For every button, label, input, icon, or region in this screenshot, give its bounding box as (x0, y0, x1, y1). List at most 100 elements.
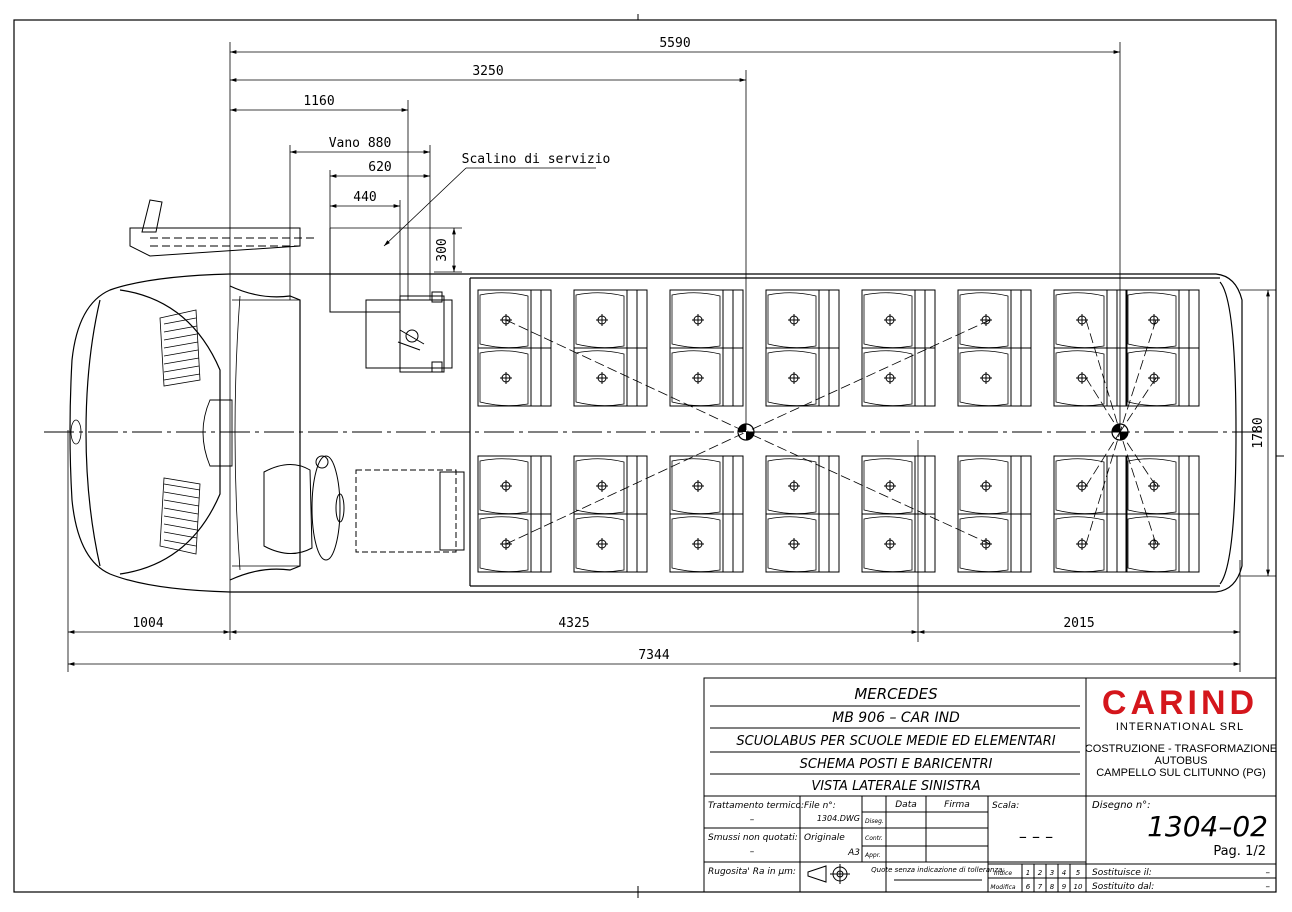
file-label: File n°: (804, 801, 836, 811)
passenger-seat (573, 455, 648, 515)
barycenter-lines (505, 319, 1157, 545)
passenger-seat (477, 289, 552, 349)
title-model: MB 906 – CAR IND (832, 710, 960, 726)
diseg-label: Diseg. (865, 818, 884, 825)
passenger-seat (477, 347, 552, 407)
dim-2015-label: 2015 (1063, 616, 1094, 631)
passenger-seat (1053, 455, 1128, 515)
appr-label: Appr. (864, 852, 881, 859)
trattamento-value: – (750, 815, 755, 825)
indice-label: Indice (994, 870, 1012, 877)
dim-440-label: 440 (353, 190, 376, 205)
passenger-seat (957, 289, 1032, 349)
passenger-seat (669, 347, 744, 407)
quote-label: Quote senza indicazione di tolleranza: (871, 866, 1005, 874)
logo-sub: INTERNATIONAL SRL (1116, 721, 1244, 733)
data-label: Data (895, 800, 917, 810)
page-number: Pag. 1/2 (1213, 844, 1266, 859)
passenger-seat (1125, 347, 1200, 407)
passenger-seat (669, 455, 744, 515)
passenger-seat (477, 513, 552, 573)
title-schema: SCHEMA POSTI E BARICENTRI (800, 757, 993, 772)
passenger-seat (669, 513, 744, 573)
passenger-seat (573, 289, 648, 349)
originale-value: A3 (847, 848, 860, 858)
guide-seat (365, 291, 453, 373)
title-view: VISTA LATERALE SINISTRA (811, 779, 980, 794)
dim-300-label: 300 (435, 238, 450, 261)
disegno-label: Disegno n°: (1092, 800, 1151, 811)
passenger-seat (861, 513, 936, 573)
dim-4325-label: 4325 (558, 616, 589, 631)
front-grilles (70, 309, 201, 555)
dim-1780-label: 1780 (1251, 417, 1266, 448)
disegno-value: 1304–02 (1147, 810, 1268, 843)
dim-7344-label: 7344 (638, 648, 669, 663)
passenger-seat (1053, 513, 1128, 573)
originale-label: Originale (804, 833, 845, 843)
passenger-seat (765, 347, 840, 407)
passenger-seat (861, 455, 936, 515)
dim-5590-label: 5590 (659, 36, 690, 51)
title-description: SCUOLABUS PER SCUOLE MEDIE ED ELEMENTARI (736, 734, 1055, 749)
modifica-num: 7 (1038, 883, 1043, 891)
scala-label: Scala: (992, 801, 1019, 811)
smussi-label: Smussi non quotati: (708, 833, 798, 843)
rugosita-label: Rugosita' Ra in µm: (708, 867, 796, 877)
sostituisce-value: – (1266, 868, 1271, 878)
passenger-seat (573, 513, 648, 573)
modifica-num: 9 (1062, 883, 1067, 891)
indice-num: 4 (1062, 869, 1066, 877)
passenger-seats (477, 289, 1200, 573)
service-step (329, 228, 400, 313)
dim-3250-label: 3250 (472, 64, 503, 79)
passenger-seat (957, 347, 1032, 407)
logo-main: CARIND (1102, 684, 1258, 722)
modifica-num: 10 (1074, 883, 1083, 891)
passenger-seat (861, 347, 936, 407)
passenger-seat (765, 513, 840, 573)
company-line1: COSTRUZIONE - TRASFORMAZIONE (1085, 743, 1277, 755)
extension-lines (67, 42, 1241, 672)
company-line2: AUTOBUS (1155, 755, 1208, 767)
driver-area (263, 455, 465, 561)
passenger-seat (477, 455, 552, 515)
indice-num: 5 (1076, 869, 1081, 877)
indice-num: 1 (1026, 869, 1030, 877)
projection-symbol-icon (807, 864, 850, 884)
passenger-seat (765, 455, 840, 515)
scalino-label: Scalino di servizio (462, 152, 611, 167)
sostituisce-label: Sostituisce il: (1092, 868, 1152, 878)
dim-880-label: Vano 880 (329, 136, 392, 151)
dim-620-label: 620 (368, 160, 391, 175)
passenger-seat (861, 289, 936, 349)
modifica-num: 8 (1050, 883, 1055, 891)
company-logo: CARIND INTERNATIONAL SRL (1102, 684, 1258, 733)
passenger-seat (957, 455, 1032, 515)
firma-label: Firma (944, 800, 970, 810)
passenger-seat (1125, 289, 1200, 349)
modifica-num: 6 (1026, 883, 1031, 891)
passenger-seat (765, 289, 840, 349)
file-value: 1304.DWG (817, 814, 860, 823)
title-block (703, 677, 1277, 893)
smussi-value: – (750, 847, 755, 857)
van-body (69, 273, 1243, 593)
passenger-seat (957, 513, 1032, 573)
passenger-seat (669, 289, 744, 349)
sostituito-label: Sostituito dal: (1092, 882, 1154, 892)
company-line3: CAMPELLO SUL CLITUNNO (PG) (1096, 767, 1266, 779)
dim-1004-label: 1004 (132, 616, 163, 631)
passenger-seat (1053, 289, 1128, 349)
passenger-seat (1125, 513, 1200, 573)
trattamento-label: Trattamento termico: (708, 801, 804, 811)
scala-value: – – – (1019, 827, 1053, 846)
passenger-seat (1053, 347, 1128, 407)
indice-num: 2 (1038, 869, 1043, 877)
side-mirror (129, 199, 318, 257)
title-make: MERCEDES (854, 685, 938, 703)
contr-label: Contr. (865, 835, 883, 842)
indice-num: 3 (1050, 869, 1054, 877)
sostituito-value: – (1266, 882, 1271, 892)
